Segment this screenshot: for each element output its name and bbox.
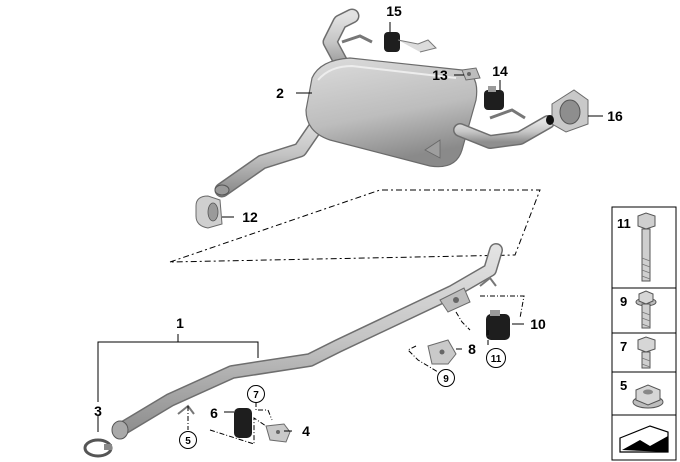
svg-text:7: 7 bbox=[253, 390, 259, 401]
callout-16: 16 bbox=[607, 108, 623, 124]
reference-lines bbox=[187, 295, 525, 445]
hex-bolt-long-icon bbox=[637, 212, 656, 282]
svg-text:5: 5 bbox=[185, 436, 191, 447]
callout-3: 3 bbox=[94, 403, 102, 419]
callout-13: 13 bbox=[432, 67, 448, 83]
leader-lines bbox=[97, 22, 603, 432]
rubber-hanger-10 bbox=[486, 310, 510, 340]
ref-circle-11: 11 bbox=[486, 348, 506, 368]
rubber-hanger-15 bbox=[384, 32, 437, 53]
hex-bolt-short-icon bbox=[637, 336, 656, 369]
callout-4: 4 bbox=[302, 423, 310, 439]
rear-muffler-assembly bbox=[214, 8, 555, 198]
front-pipe-assembly bbox=[111, 243, 503, 440]
legend-item-7: 7 bbox=[620, 336, 656, 369]
svg-text:9: 9 bbox=[443, 374, 449, 385]
bracket-13 bbox=[461, 67, 481, 81]
ref-circle-9: 9 bbox=[437, 369, 455, 387]
bracket-4 bbox=[265, 423, 291, 443]
ref-circle-5: 5 bbox=[179, 431, 197, 449]
callout-12: 12 bbox=[242, 209, 258, 225]
clamp-ring-3 bbox=[83, 438, 113, 458]
callout-2: 2 bbox=[276, 85, 284, 101]
legend-item-9: 9 bbox=[620, 290, 657, 329]
svg-text:7: 7 bbox=[620, 339, 627, 354]
svg-text:11: 11 bbox=[617, 216, 631, 231]
callout-15: 15 bbox=[386, 3, 402, 19]
diagram-symbol-icon bbox=[619, 425, 669, 453]
callout-10: 10 bbox=[530, 316, 546, 332]
legend-item-5: 5 bbox=[620, 378, 664, 409]
svg-text:5: 5 bbox=[620, 378, 627, 393]
svg-text:9: 9 bbox=[620, 294, 627, 309]
tailpipe-trim-16 bbox=[546, 89, 589, 133]
fastener-legend: 11 9 7 bbox=[611, 206, 677, 461]
callout-6: 6 bbox=[210, 405, 218, 421]
hex-flange-nut-icon bbox=[632, 384, 664, 409]
flange-bolt-icon bbox=[635, 290, 657, 329]
svg-text:11: 11 bbox=[491, 354, 502, 365]
rubber-hanger-14 bbox=[484, 86, 504, 110]
callout-1: 1 bbox=[176, 315, 184, 331]
ref-circle-7: 7 bbox=[247, 385, 265, 403]
bracket-8 bbox=[427, 339, 457, 365]
rubber-hanger-6 bbox=[234, 408, 252, 438]
callout-8: 8 bbox=[468, 341, 476, 357]
pipe-clamp-12 bbox=[195, 195, 223, 229]
legend-item-11: 11 bbox=[617, 212, 656, 282]
callout-14: 14 bbox=[492, 63, 508, 79]
